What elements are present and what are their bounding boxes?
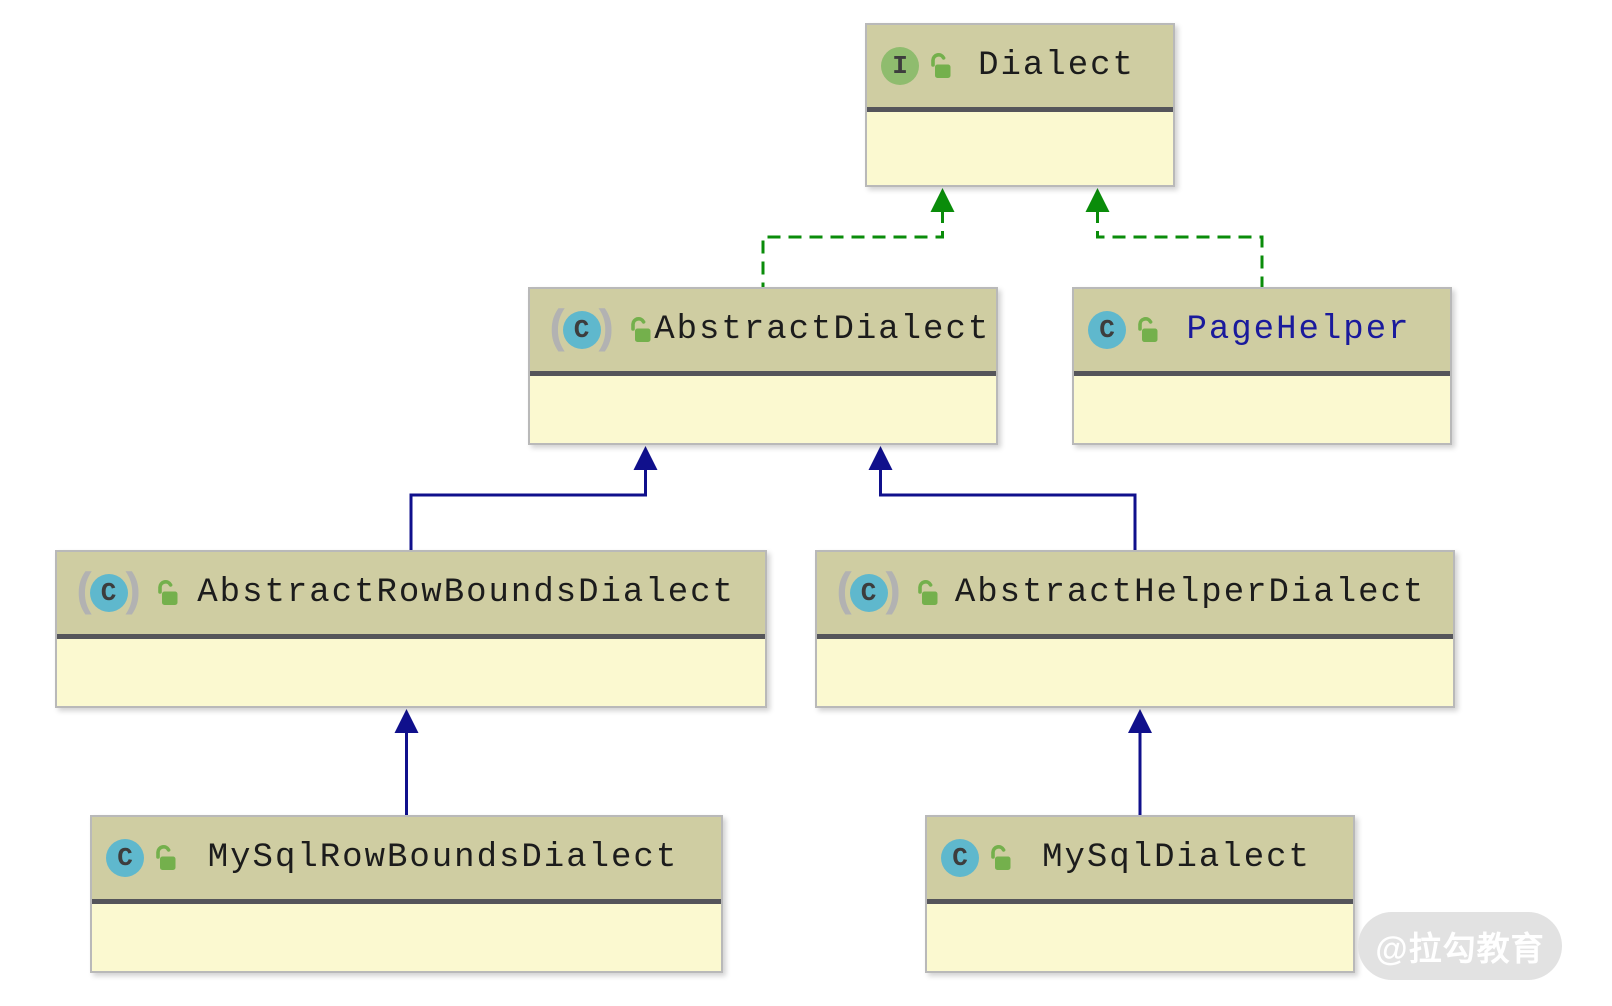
node-members-section xyxy=(867,112,1173,272)
realization-edge-AbstractDialect-to-Dialect xyxy=(761,188,955,287)
class-title: PageHelper xyxy=(1186,311,1411,349)
node-members-section xyxy=(817,639,1453,793)
node-header: I Dialect xyxy=(867,25,1173,112)
class-title: AbstractHelperDialect xyxy=(954,574,1426,612)
node-header: C MySqlDialect xyxy=(927,817,1353,904)
unlocked-lock-icon xyxy=(927,52,954,81)
class-title: AbstractDialect xyxy=(654,311,991,349)
class-title: MySqlDialect xyxy=(1042,839,1311,877)
node-icons: C xyxy=(106,839,179,877)
node-header: (C) AbstractRowBoundsDialect xyxy=(57,552,765,639)
unlocked-lock-icon xyxy=(914,579,941,608)
class-icon: C xyxy=(849,574,888,612)
interface-icon: I xyxy=(881,47,919,85)
node-icons: C xyxy=(1088,311,1161,349)
class-node-PageHelper[interactable]: C PageHelper xyxy=(1072,287,1452,445)
node-icons: (C) xyxy=(71,570,181,616)
node-header: C MySqlRowBoundsDialect xyxy=(92,817,721,904)
class-node-MySqlRowBoundsDialect[interactable]: C MySqlRowBoundsDialect xyxy=(90,815,723,973)
class-node-AbstractRowBoundsDialect[interactable]: (C) AbstractRowBoundsDialect xyxy=(55,550,767,708)
realization-edge-PageHelper-to-Dialect xyxy=(1085,188,1264,287)
generalization-edge-AbstractHelperDialect-to-AbstractDialect xyxy=(868,446,1137,550)
generalization-edge-MySqlDialect-to-AbstractHelperDialect xyxy=(1128,709,1152,815)
unlocked-lock-icon xyxy=(1134,316,1161,345)
class-icon: C xyxy=(1088,311,1126,349)
generalization-edge-AbstractRowBoundsDialect-to-AbstractDialect xyxy=(409,446,658,550)
unlocked-lock-icon xyxy=(987,844,1014,873)
node-header: C PageHelper xyxy=(1074,289,1450,376)
node-members-section xyxy=(1074,376,1450,530)
node-header: (C) AbstractHelperDialect xyxy=(817,552,1453,639)
node-icons: I xyxy=(881,47,954,85)
class-node-Dialect[interactable]: I Dialect xyxy=(865,23,1175,187)
node-members-section xyxy=(927,904,1353,1006)
class-icon: C xyxy=(89,574,128,612)
class-title: Dialect xyxy=(978,47,1135,85)
generalization-edge-MySqlRowBoundsDialect-to-AbstractRowBoundsDialect xyxy=(394,709,419,815)
node-icons: C xyxy=(941,839,1014,877)
class-icon: C xyxy=(941,839,979,877)
class-node-AbstractDialect[interactable]: (C) AbstractDialect xyxy=(528,287,998,445)
class-node-MySqlDialect[interactable]: C MySqlDialect xyxy=(925,815,1355,973)
class-title: AbstractRowBoundsDialect xyxy=(197,574,735,612)
watermark-badge: @拉勾教育 xyxy=(1358,912,1562,980)
node-header: (C) AbstractDialect xyxy=(530,289,996,376)
unlocked-lock-icon xyxy=(627,316,654,345)
node-icons: (C) xyxy=(544,307,654,353)
class-icon: C xyxy=(106,839,144,877)
class-node-AbstractHelperDialect[interactable]: (C) AbstractHelperDialect xyxy=(815,550,1455,708)
node-members-section xyxy=(530,376,996,530)
node-members-section xyxy=(57,639,765,793)
class-icon: C xyxy=(562,311,601,349)
unlocked-lock-icon xyxy=(154,579,181,608)
node-members-section xyxy=(92,904,721,1006)
unlocked-lock-icon xyxy=(152,844,179,873)
node-icons: (C) xyxy=(831,570,941,616)
class-title: MySqlRowBoundsDialect xyxy=(207,839,679,877)
